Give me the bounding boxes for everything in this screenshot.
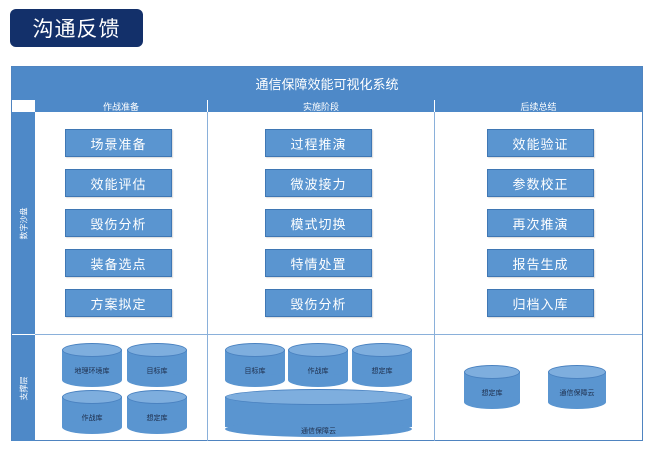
box-process-simulation: 过程推演	[265, 129, 372, 157]
database-scenario: 想定库	[464, 365, 520, 409]
database-operations: 作战库	[62, 390, 122, 434]
box-equipment-site-selection: 装备选点	[65, 249, 172, 277]
database-target: 目标库	[225, 343, 285, 387]
row-label-support-layer: 支撑层	[12, 335, 35, 441]
box-re-simulation: 再次推演	[487, 209, 594, 237]
system-diagram: 通信保障效能可视化系统 作战准备 实施阶段 后续总结 数字沙盘 支撑层 场景准备…	[11, 66, 643, 441]
diagram-title: 通信保障效能可视化系统	[12, 67, 642, 100]
column-divider	[207, 112, 208, 441]
box-mode-switching: 模式切换	[265, 209, 372, 237]
column-header-summary: 后续总结	[435, 100, 642, 113]
box-effectiveness-verification: 效能验证	[487, 129, 594, 157]
database-operations: 作战库	[288, 343, 348, 387]
box-plan-drafting: 方案拟定	[65, 289, 172, 317]
box-microwave-relay: 微波接力	[265, 169, 372, 197]
box-scene-preparation: 场景准备	[65, 129, 172, 157]
page-title: 沟通反馈	[10, 9, 143, 47]
box-emergency-handling: 特情处置	[265, 249, 372, 277]
box-parameter-calibration: 参数校正	[487, 169, 594, 197]
database-geo-environment: 地理环境库	[62, 343, 122, 387]
column-divider	[434, 112, 435, 441]
column-header-implementation: 实施阶段	[208, 100, 434, 113]
box-damage-analysis: 毁伤分析	[65, 209, 172, 237]
box-archiving: 归档入库	[487, 289, 594, 317]
box-report-generation: 报告生成	[487, 249, 594, 277]
database-scenario: 想定库	[352, 343, 412, 387]
database-comm-support-cloud: 通信保障云	[225, 389, 412, 437]
box-damage-analysis-2: 毁伤分析	[265, 289, 372, 317]
database-target: 目标库	[127, 343, 187, 387]
database-scenario: 想定库	[127, 390, 187, 434]
row-divider	[35, 334, 642, 335]
database-comm-support-cloud: 通信保障云	[548, 365, 606, 409]
row-label-digital-sandbox: 数字沙盘	[12, 112, 35, 334]
box-effectiveness-evaluation: 效能评估	[65, 169, 172, 197]
column-header-preparation: 作战准备	[35, 100, 207, 113]
